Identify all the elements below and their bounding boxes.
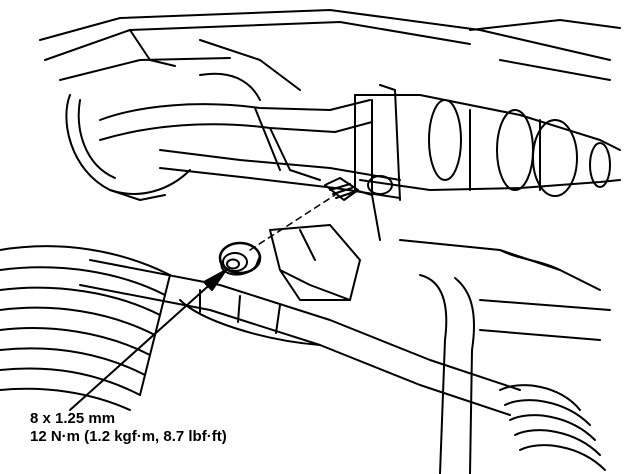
mount-bracket	[269, 224, 361, 301]
center-bracket	[354, 84, 401, 241]
upper-frame-lines	[39, 9, 621, 91]
shaft-coupler-1	[428, 99, 462, 181]
shaft-coupler-2	[496, 109, 534, 191]
hose-lines	[99, 99, 401, 199]
fastener-size-label: 8 x 1.25 mm	[30, 410, 116, 427]
lower-frame-rail	[399, 239, 611, 474]
torque-spec-label: 12 N·m (1.2 kgf·m, 8.7 lbf·ft)	[30, 428, 227, 445]
stud-bolt	[324, 177, 359, 201]
flange-nut	[218, 241, 262, 276]
rack-body	[79, 259, 521, 416]
install-guide-dashed-line	[249, 194, 336, 251]
left-bracket-housing	[65, 72, 261, 201]
right-shaft	[354, 94, 621, 197]
lower-right-bellows	[499, 384, 606, 471]
callout-leader	[69, 269, 227, 411]
